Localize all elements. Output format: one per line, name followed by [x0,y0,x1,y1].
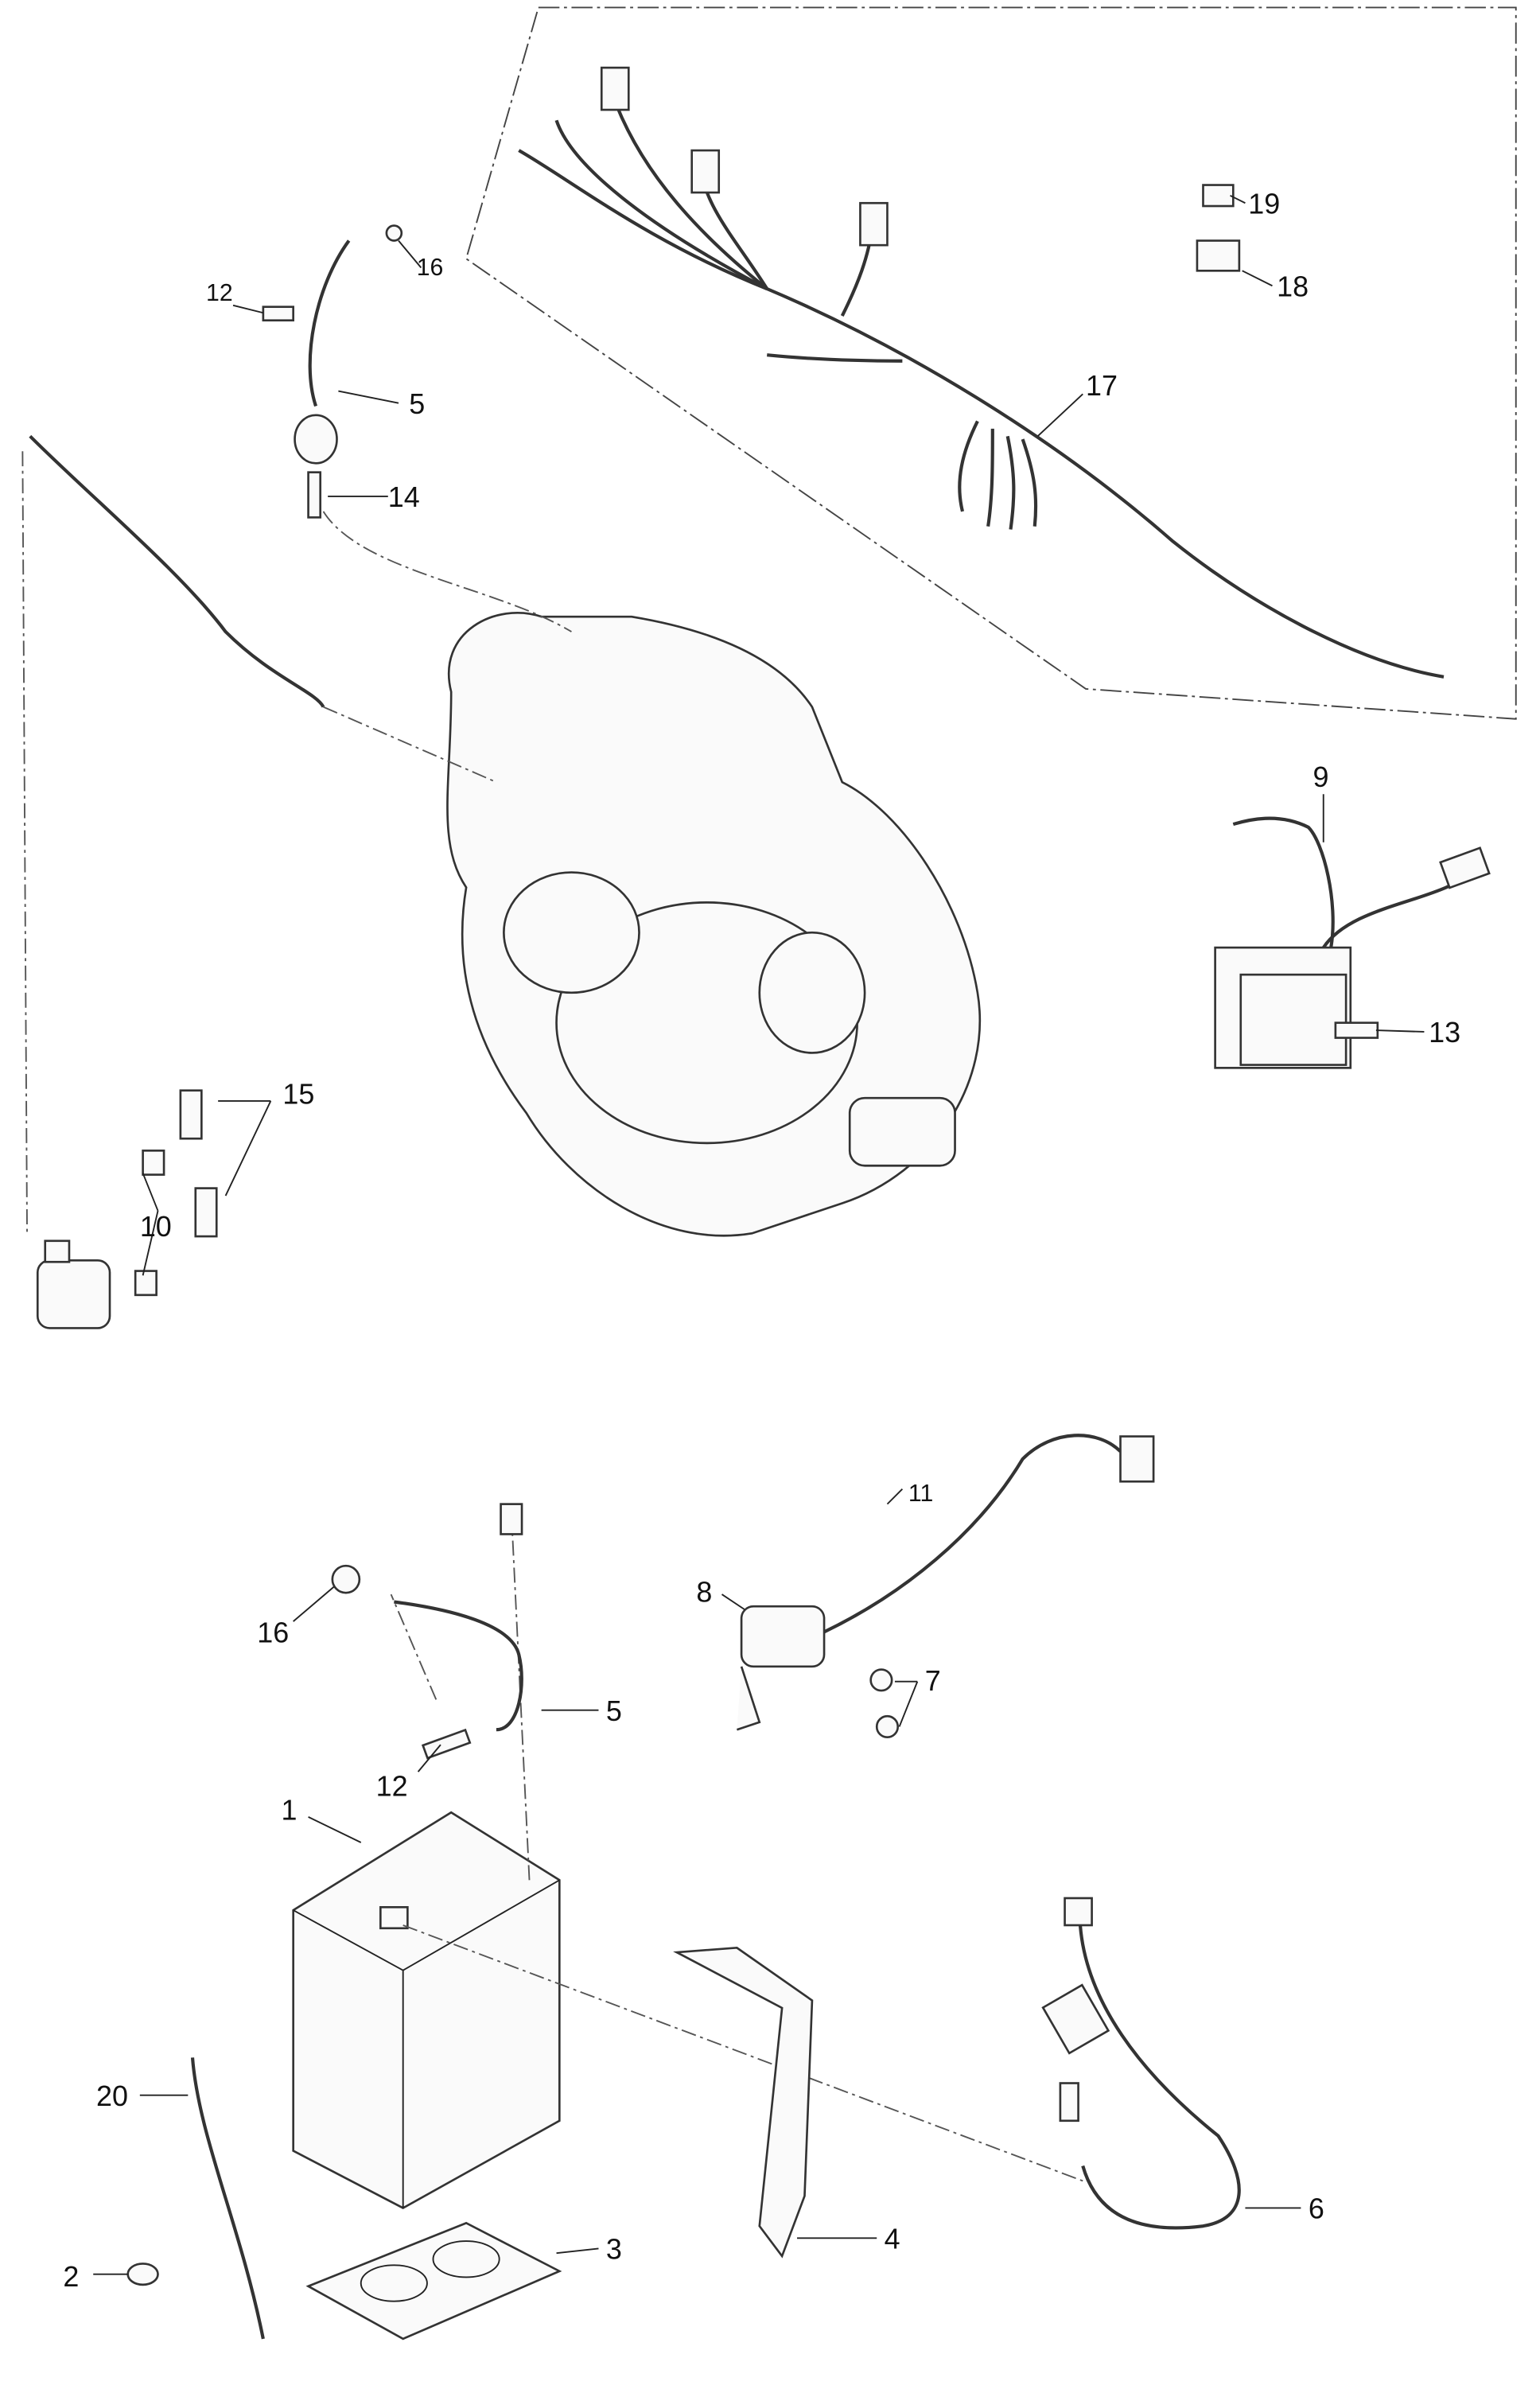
callout-16-top: 16 [417,255,444,281]
engine [446,612,982,1237]
callout-labels: 1 2 3 4 5 5 6 7 8 9 10 11 12 12 13 14 15… [63,187,1460,2292]
wiring-harness [518,66,1445,679]
callout-14: 14 [388,481,420,513]
callout-12-bottom: 12 [376,1769,408,1802]
callout-8: 8 [696,1576,712,1609]
callout-15: 15 [282,1078,314,1111]
callout-11: 11 [908,1481,933,1507]
fuse-holder-18 [1196,239,1241,272]
callout-19: 19 [1248,187,1280,220]
callout-9: 9 [1313,761,1329,793]
battery-strap [673,1947,814,2259]
callout-18: 18 [1277,270,1309,302]
callout-17: 17 [1086,369,1118,402]
callout-6: 6 [1309,2193,1324,2225]
voltage-regulator [1214,816,1491,1069]
battery [292,1811,561,2209]
callout-13: 13 [1429,1016,1460,1049]
starter-solenoid [736,1434,1155,1739]
vent-tube [190,2057,265,2340]
callout-10: 10 [140,1210,172,1243]
battery-pad [305,2221,562,2340]
ignition-cable [29,434,325,708]
screw-15a [179,1089,203,1140]
harness-panel-outline [465,6,1517,720]
callout-16-bottom: 16 [257,1617,289,1649]
leader-lines [93,194,1425,2275]
callout-20: 20 [96,2080,128,2112]
callout-1: 1 [282,1794,298,1827]
callout-4: 4 [885,2222,900,2255]
callout-7: 7 [925,1664,941,1697]
callout-12-top: 12 [206,280,233,306]
callout-5-bottom: 5 [606,1695,622,1727]
battery-cable-5 [394,1600,523,1732]
callout-2: 2 [63,2260,79,2293]
screw-15b [194,1187,218,1238]
callout-5-top: 5 [409,387,425,420]
callout-3: 3 [606,2233,622,2266]
ignition-coil [36,1259,111,1329]
battery-cable-6 [1078,1917,1241,2230]
fuse-19 [1202,184,1235,208]
